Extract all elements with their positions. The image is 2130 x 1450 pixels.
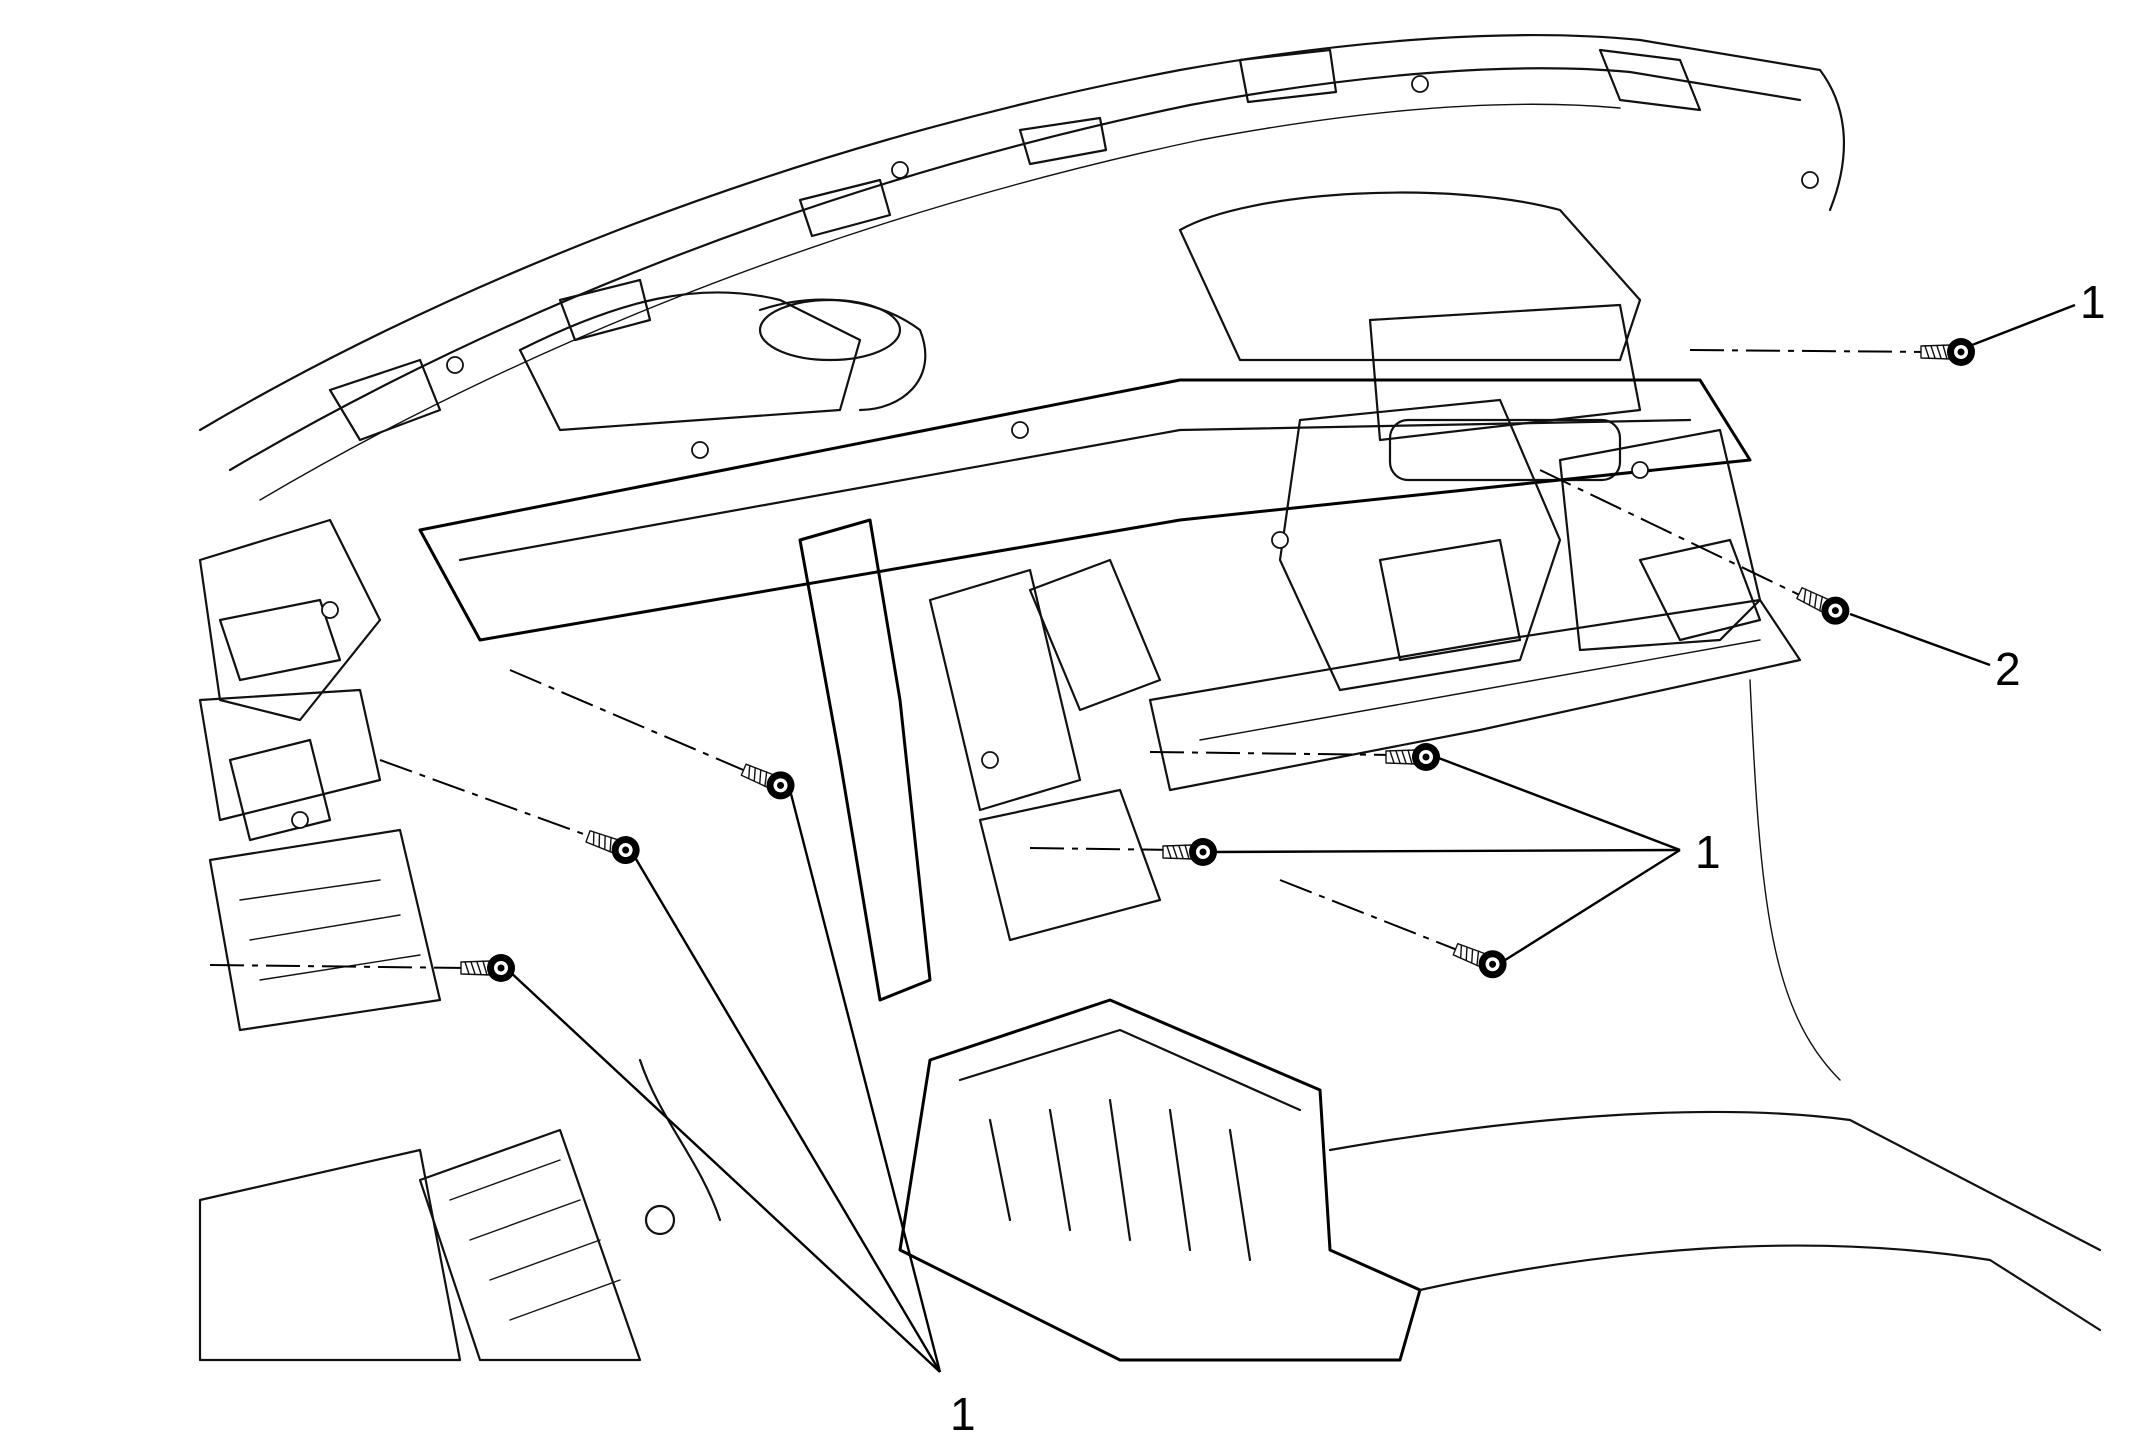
bolt-icon — [1792, 579, 1855, 631]
bolt-left-lower — [209, 953, 516, 983]
callout-label-1-bottom: 1 — [950, 1388, 976, 1440]
bolt-center-lower — [1279, 879, 1512, 984]
bolt-left-upper — [509, 669, 800, 805]
callout-label-1-center-right: 1 — [1695, 826, 1721, 878]
bolt-icon — [460, 953, 516, 983]
bolt-center-upper — [1149, 742, 1441, 772]
bolt-right-lower — [1539, 469, 1855, 631]
bolt-center-middle — [1029, 837, 1218, 867]
bolt-icon — [1449, 935, 1512, 984]
bolt-icon — [1920, 337, 1976, 367]
bolt-left-middle — [379, 759, 645, 869]
callout-label-1-top-right: 1 — [2080, 276, 2106, 328]
bolt-icon — [582, 822, 645, 869]
instrument-panel-carrier — [198, 33, 2102, 1362]
bolt-top-right — [1689, 337, 1976, 367]
bolt-icon — [1162, 837, 1218, 867]
bolt-icon — [737, 756, 800, 805]
callout-label-2-right: 2 — [1995, 643, 2021, 695]
leader-lines — [507, 303, 2076, 1373]
